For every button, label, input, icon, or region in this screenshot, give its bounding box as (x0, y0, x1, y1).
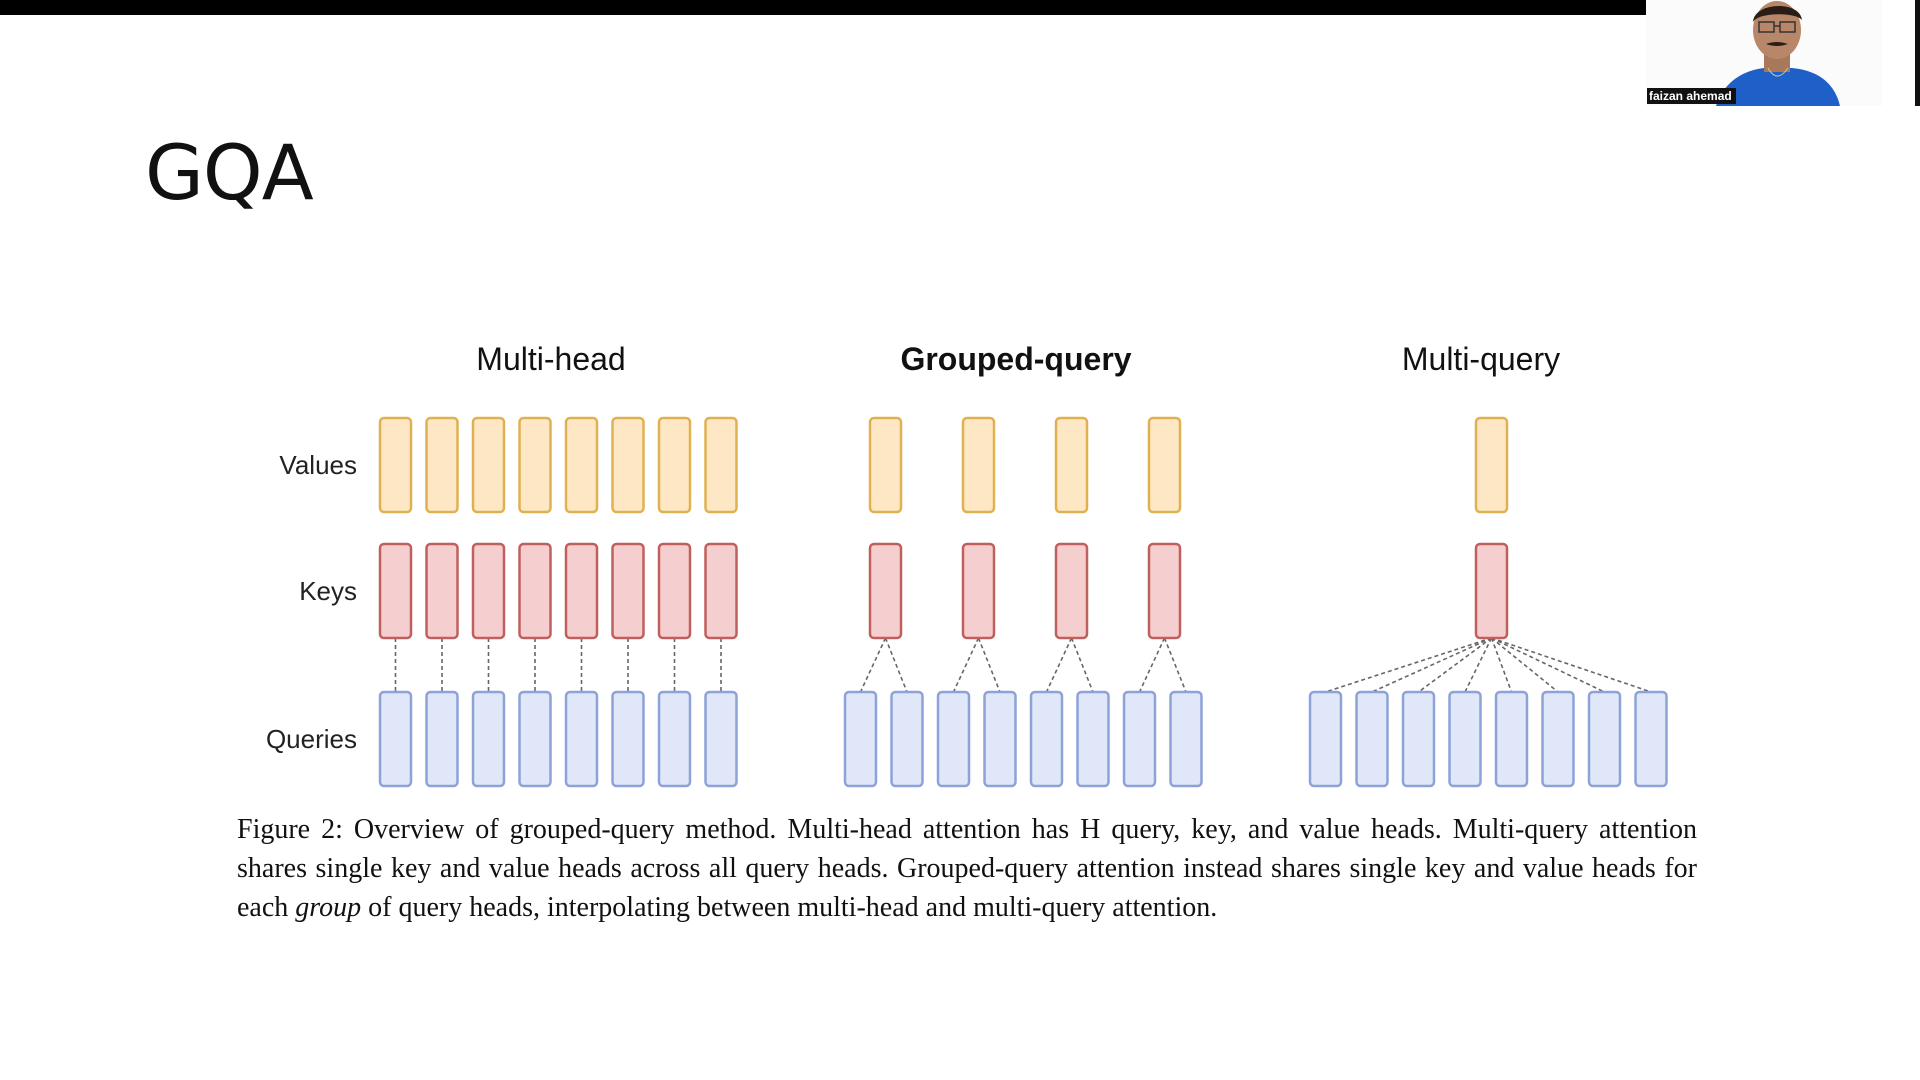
query-head (1308, 690, 1343, 788)
query-head (890, 690, 924, 788)
key-query-connector (952, 637, 980, 693)
key-query-connector (1325, 637, 1492, 693)
query-head (611, 690, 645, 788)
query-head (983, 690, 1017, 788)
key-query-connector (1490, 637, 1559, 693)
value-head (611, 416, 645, 514)
value-head (564, 416, 599, 514)
key-query-connector (1491, 637, 1652, 693)
key-head (1054, 542, 1089, 640)
value-head (1474, 416, 1509, 514)
query-head (1448, 690, 1482, 788)
query-head (1122, 690, 1157, 788)
key-head (868, 542, 903, 640)
screen-share-top-bar (0, 0, 1646, 15)
row-label-values: Values (279, 450, 357, 480)
value-head (657, 416, 692, 514)
query-head (704, 690, 738, 788)
column-label-0: Multi-head (476, 341, 625, 377)
value-head (518, 416, 552, 514)
key-head (657, 542, 692, 640)
key-head (611, 542, 645, 640)
figure-caption: Figure 2: Overview of grouped-query meth… (237, 810, 1697, 927)
key-head (961, 542, 996, 640)
query-head (936, 690, 971, 788)
query-head (1541, 690, 1575, 788)
caption-text-2: of query heads, interpolating between mu… (361, 892, 1218, 923)
query-head (1494, 690, 1529, 788)
key-query-connector (1045, 637, 1073, 693)
query-head (471, 690, 506, 788)
query-head (843, 690, 878, 788)
value-head (471, 416, 506, 514)
key-head (1147, 542, 1182, 640)
key-query-connector (859, 637, 887, 693)
value-head (961, 416, 996, 514)
value-head (868, 416, 903, 514)
query-head (1029, 690, 1064, 788)
key-query-connector (1138, 637, 1166, 693)
query-head (1169, 690, 1203, 788)
slide-title: GQA (145, 128, 314, 217)
participant-name-label: faizan ahemad (1647, 88, 1736, 104)
query-head (657, 690, 692, 788)
key-head (471, 542, 506, 640)
key-query-connector (1464, 637, 1493, 693)
value-head (1054, 416, 1089, 514)
key-query-connector (1418, 637, 1492, 693)
key-query-connector (1490, 637, 1513, 693)
key-head (518, 542, 552, 640)
key-query-connector (1070, 637, 1094, 693)
query-head (1401, 690, 1436, 788)
key-query-connector (1163, 637, 1187, 693)
caption-emphasis: group (295, 892, 362, 923)
caption-text-1: Figure 2: Overview of grouped-query meth… (237, 814, 1697, 923)
key-query-connector (1371, 637, 1492, 693)
query-head (1634, 690, 1668, 788)
row-label-keys: Keys (299, 576, 357, 606)
value-head (704, 416, 738, 514)
value-head (378, 416, 413, 514)
query-head (425, 690, 459, 788)
query-head (1355, 690, 1389, 788)
window-edge (1915, 0, 1920, 106)
key-head (425, 542, 459, 640)
column-label-1: Grouped-query (900, 341, 1131, 377)
key-head (704, 542, 738, 640)
key-query-connector (884, 637, 908, 693)
value-head (1147, 416, 1182, 514)
key-query-connector (977, 637, 1001, 693)
query-head (1076, 690, 1110, 788)
query-head (518, 690, 552, 788)
query-head (1587, 690, 1622, 788)
column-label-2: Multi-query (1402, 341, 1560, 377)
key-head (564, 542, 599, 640)
query-head (378, 690, 413, 788)
key-head (378, 542, 413, 640)
participant-avatar (1646, 0, 1882, 106)
value-head (425, 416, 459, 514)
row-label-queries: Queries (266, 724, 357, 754)
key-head (1474, 542, 1509, 640)
query-head (564, 690, 599, 788)
participant-video-thumbnail[interactable]: faizan ahemad (1646, 0, 1882, 106)
